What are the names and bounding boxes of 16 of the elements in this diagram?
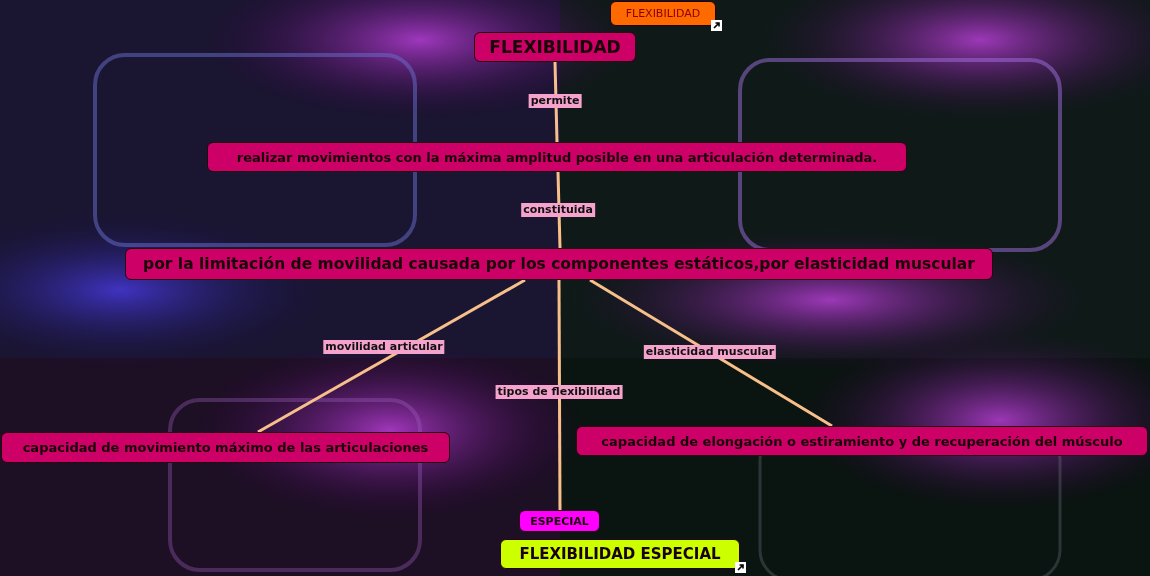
link-node: FLEXIBILIDAD ESPECIAL <box>500 539 740 569</box>
connector-line <box>257 278 526 434</box>
concept-box: capacidad de elongación o estiramiento y de recuperación del músculo <box>576 426 1148 456</box>
edge-label: elasticidad muscular <box>643 345 777 359</box>
concept-box: por la limitación de movilidad causada por los componentes estáticos,por elasticidad muscular <box>125 248 993 280</box>
connector-line <box>557 280 562 510</box>
edge-label: permite <box>528 94 582 108</box>
link-node: FLEXIBILIDAD <box>610 1 716 26</box>
edge-label: movilidad articular <box>323 340 445 354</box>
connector-line <box>589 278 833 428</box>
concept-box: realizar movimientos con la máxima amplitud posible en una articulación determinada. <box>207 142 907 172</box>
edge-label: tipos de flexibilidad <box>495 385 623 399</box>
edge-label: constituida <box>521 203 595 217</box>
concept-box: capacidad de movimiento máximo de las articulaciones <box>1 432 450 463</box>
concept-box: ESPECIAL <box>519 510 600 532</box>
concept-box: FLEXIBILIDAD <box>474 32 636 62</box>
